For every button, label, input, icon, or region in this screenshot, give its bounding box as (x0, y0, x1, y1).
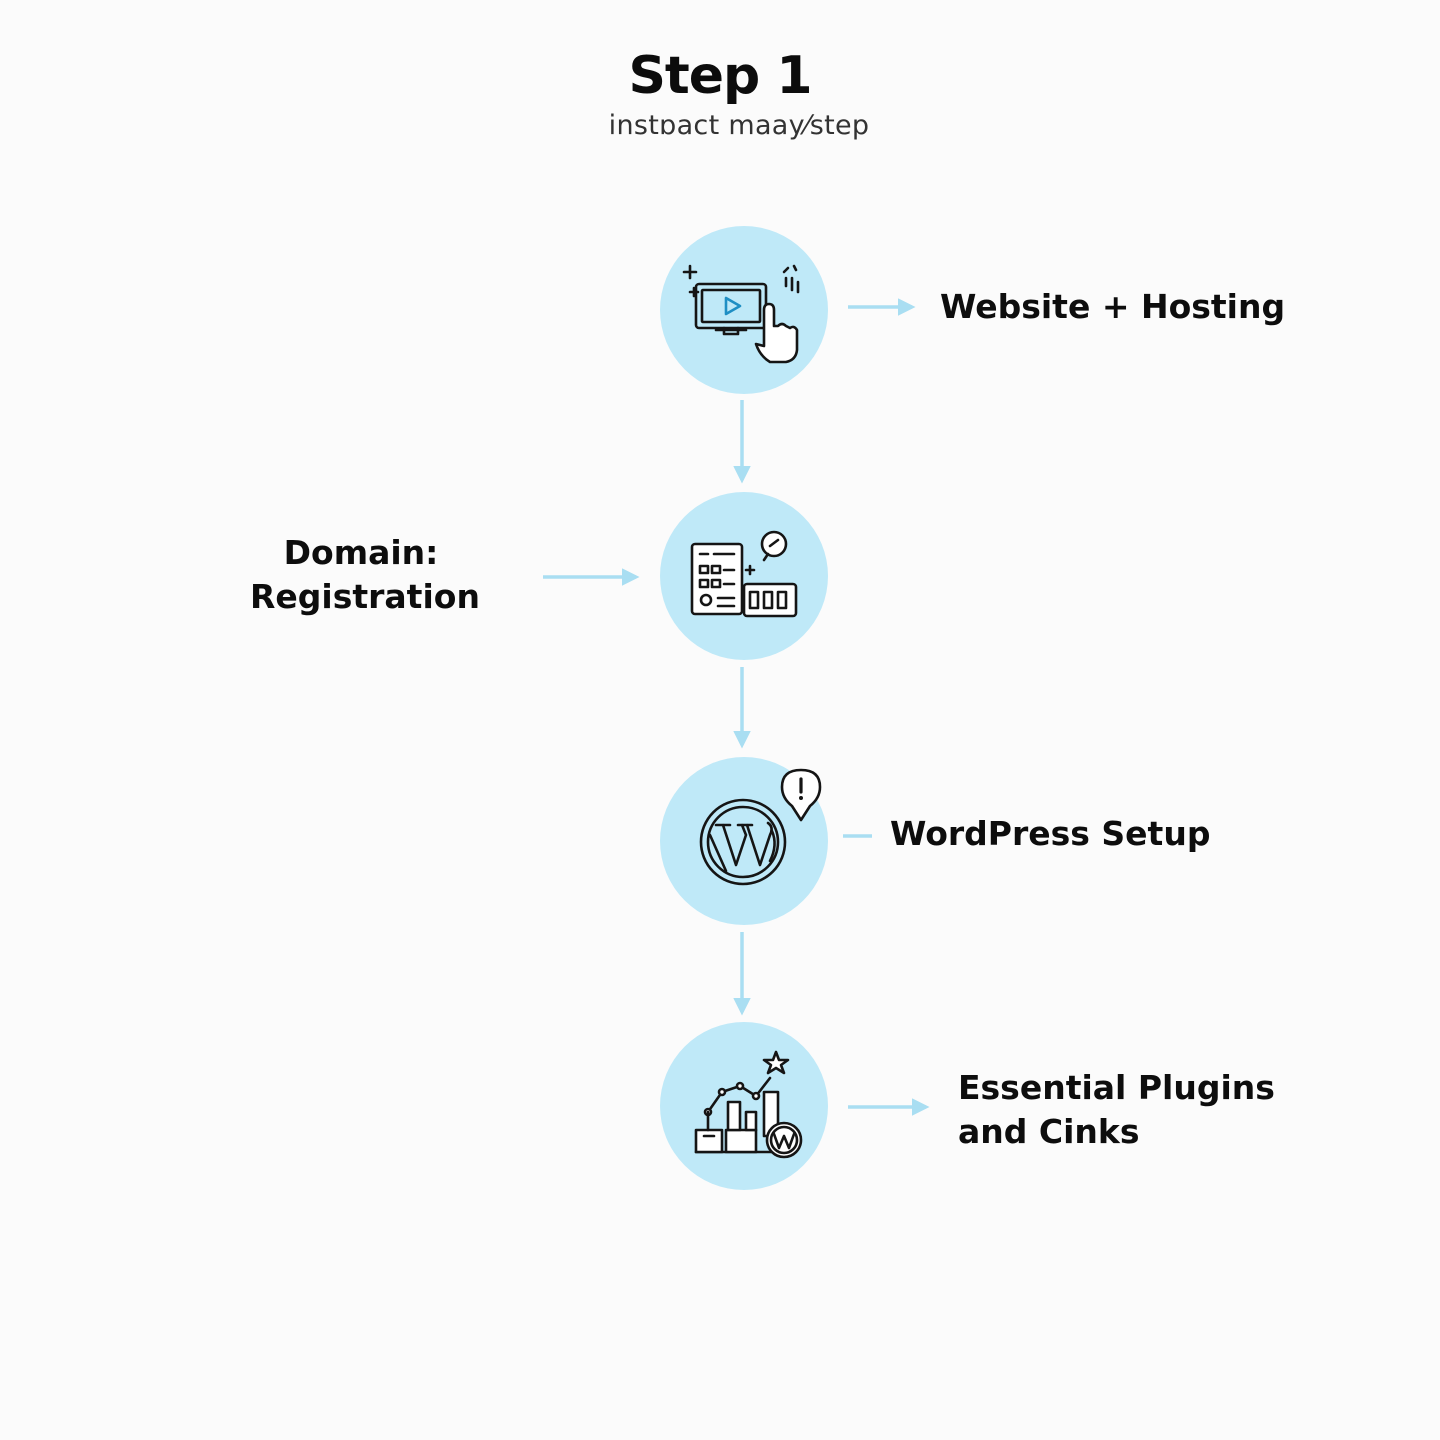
step-node-essential-plugins (660, 1022, 828, 1190)
step-label-line: Domain: (283, 533, 439, 572)
step-label-line: Website + Hosting (940, 287, 1286, 326)
step-node-website-hosting (660, 226, 828, 394)
step-node-domain-registration (660, 492, 828, 660)
plugins-growth-chart-icon (694, 1050, 803, 1159)
step-label-website-hosting: Website + Hosting (940, 285, 1285, 329)
computer-play-touch-icon (682, 264, 800, 364)
step-label-essential-plugins: Essential Plugins and Cinks (958, 1066, 1275, 1154)
step-label-line: WordPress Setup (890, 814, 1211, 853)
step-label-wordpress-setup: WordPress Setup (890, 812, 1210, 856)
wordpress-logo-icon (699, 798, 787, 886)
step-label-line: Essential Plugins (958, 1068, 1275, 1107)
step-label-line: Registration (250, 577, 480, 616)
alert-pin-icon (780, 768, 822, 822)
page-title: Step 1 (628, 46, 812, 106)
step-label-domain-registration: Domain: Registration (250, 531, 480, 619)
domain-register-icon (690, 530, 798, 618)
step-label-line: and Cinks (958, 1112, 1140, 1151)
page-subtitle: instɒact maay⁄step (608, 110, 870, 141)
